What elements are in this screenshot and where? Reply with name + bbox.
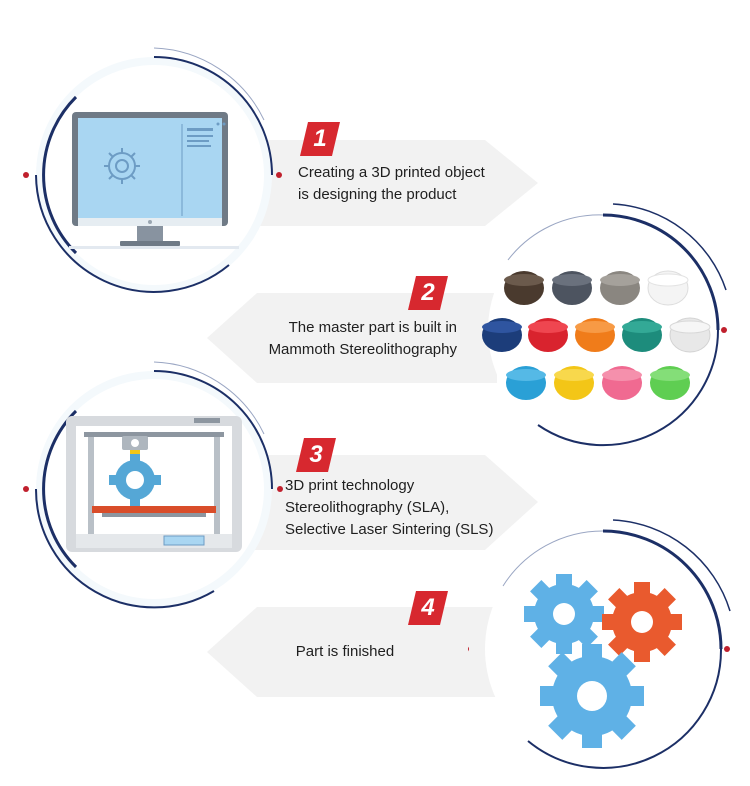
step-2-number: 2: [421, 279, 435, 306]
step-3-text: 3D print technology Stereolithography (S…: [285, 475, 493, 541]
banner-arrow-shape: [207, 607, 497, 697]
step-3-circle: [14, 358, 304, 620]
step-1-badge: 1: [300, 122, 340, 156]
step-4-number: 4: [421, 594, 435, 621]
step-2-badge: 2: [408, 276, 448, 310]
gear-orange: [602, 582, 682, 662]
step-4-line-1: Part is finished: [295, 643, 395, 660]
step-4-badge: 4: [408, 591, 448, 625]
step-1-banner: Creating a 3D printed object is designin…: [255, 140, 540, 226]
step-3-line-3: Selective Laser Sintering (SLS): [285, 521, 494, 538]
step-2-text: The master part is built in Mammoth Ster…: [255, 317, 457, 361]
spool-row-2: [482, 317, 711, 353]
gears-icon: [524, 574, 682, 748]
step-1-line-1: Creating a 3D printed object: [298, 164, 485, 181]
spool-row-1: [504, 270, 689, 306]
step-4-text: Part is finished: [255, 641, 435, 663]
step-1-text: Creating a 3D printed object is designin…: [298, 162, 485, 206]
step-1-circle: [14, 40, 304, 310]
step-2-line-1: The master part is built in: [288, 319, 457, 336]
banner-arrow-shape: [207, 293, 497, 383]
step-3-number: 3: [309, 441, 323, 468]
filament-spools-icon: [482, 270, 711, 400]
step-3-line-2: Stereolithography (SLA),: [285, 499, 450, 516]
step-1-number: 1: [313, 125, 327, 152]
banner-arrow-shape: [250, 455, 538, 550]
step-2-line-2: Mammoth Stereolithography: [268, 341, 457, 358]
step-3-line-1: 3D print technology: [285, 477, 415, 494]
computer-monitor-icon: [69, 112, 239, 249]
3d-printer-icon: [66, 416, 242, 552]
banner-arrow-shape: [255, 140, 538, 226]
gear-blue-small: [524, 574, 604, 654]
step-2-banner: The master part is built in Mammoth Ster…: [207, 293, 497, 383]
step-4-circle: [468, 516, 750, 782]
spool-row-3: [506, 366, 690, 400]
step-3-banner: 3D print technology Stereolithography (S…: [250, 455, 540, 550]
step-1-line-2: is designing the product: [298, 186, 457, 203]
gear-blue-large: [540, 644, 644, 748]
step-3-badge: 3: [296, 438, 336, 472]
gear-print-object: [109, 454, 161, 506]
step-2-circle: [468, 200, 750, 460]
step-4-banner: Part is finished: [207, 607, 497, 697]
